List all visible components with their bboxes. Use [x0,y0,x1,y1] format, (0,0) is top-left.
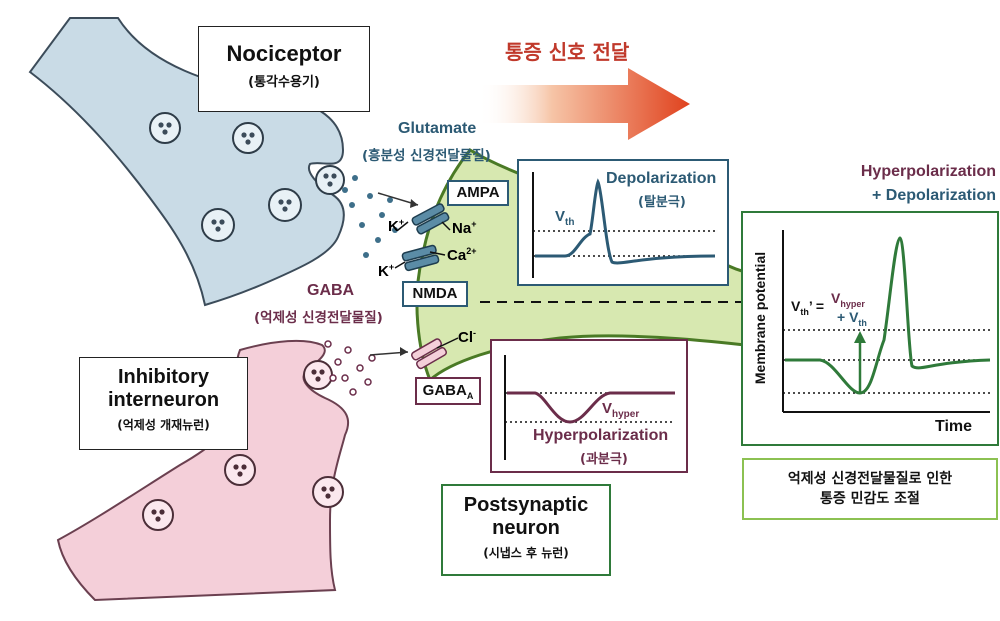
ion-na-main: Na [452,220,472,237]
gaba-a-receptor [410,338,448,370]
ion-ca-sup: 2+ [466,246,477,256]
combined-trace [785,236,991,395]
vhyper-sub: hyper [612,409,640,420]
nmda-receptor [401,244,440,272]
ampa-label: AMPA [447,180,509,206]
interneuron-label-box: Inhibitory interneuron (억제성 개재뉴런) [79,357,248,450]
interneuron-line2: interneuron [107,389,220,411]
signal-title: 통증 신호 전달 [505,40,630,64]
gaba-label: GABA [307,282,355,299]
eq-v1-sub: hyper [840,298,865,309]
eq-v1-main: V [831,290,841,306]
gaba-a-label: GABAA [415,377,481,405]
combined-title-line1: Hyperpolarization [860,163,996,180]
postsynaptic-korean: (시냅스 후 뉴런) [483,546,569,560]
ion-ca: Ca2+ [447,246,476,264]
ion-k-1: K+ [388,217,404,235]
glutamate-label: Glutamate [398,120,477,137]
ion-na-sup: + [471,219,477,229]
interneuron-line1: Inhibitory [117,366,210,388]
eq-vhyper: Vhyper [831,290,865,309]
ion-ca-main: Ca [447,247,467,264]
combined-panel [741,211,999,446]
vth-prime-equation: Vth’ = [791,298,824,317]
ion-k-1-main: K [388,218,399,235]
combined-title-line2: + Depolarization [871,187,996,204]
interneuron-vesicles [142,360,344,531]
eq-lhs-sub: th [800,306,809,317]
nociceptor-vesicles [149,112,345,242]
gaba-korean: (억제성 신경전달물질) [254,310,383,326]
eq-lhs-tail: ’ = [808,298,825,314]
nociceptor-label-box: Nociceptor (통각수용기) [198,26,370,112]
vth-label: Vth [555,208,574,228]
interneuron-korean: (억제성 개재뉴런) [117,418,210,432]
ion-k-2-main: K [378,263,389,280]
nociceptor-korean: (통각수용기) [248,75,320,90]
depolarization-title: Depolarization [606,170,717,187]
hyperpolarization-korean: (과분극) [580,452,628,467]
hyperpolarization-trace [507,391,675,424]
ion-k-2: K+ [378,262,394,280]
conclusion-line2: 통증 민감도 조절 [820,491,920,507]
eq-v2-main: + V [837,309,859,325]
hyperpolarization-title: Hyperpolarization [533,427,669,444]
vth-sub: th [565,217,575,228]
ampa-receptor [411,203,450,235]
eq-vth: + Vth [837,309,867,328]
hyperpolarization-panel [490,339,688,473]
combined-xlabel: Time [935,418,973,435]
postsynaptic-line1: Postsynaptic [463,494,589,516]
vhyper-main: V [602,400,613,417]
ion-cl-main: Cl [458,329,473,346]
eq-lhs-main: V [791,298,801,314]
ion-k-1-sup: + [398,217,405,227]
gaba-a-main: GABA [422,382,467,399]
combined-ylabel: Membrane potential [752,251,768,385]
depolarization-panel [517,159,729,286]
vhyper-label: Vhyper [602,400,639,420]
postsynaptic-label-box: Postsynaptic neuron (시냅스 후 뉴런) [441,484,611,576]
gaba-a-sub: A [466,391,474,401]
nmda-label: NMDA [402,281,468,307]
ion-na: Na+ [452,219,476,237]
conclusion-line1: 억제성 신경전달물질로 인한 [787,471,953,487]
ion-k-2-sup: + [388,262,395,272]
eq-v2-sub: th [858,317,867,328]
glutamate-korean: (흥분성 신경전달물질) [362,148,491,164]
ion-cl-sup: - [473,328,476,338]
postsynaptic-line2: neuron [492,517,560,539]
nociceptor-name: Nociceptor [226,41,342,66]
signal-arrow [478,68,690,140]
vth-main: V [555,208,566,225]
depolarization-korean: (탈분극) [638,195,686,210]
conclusion-box: 억제성 신경전달물질로 인한 통증 민감도 조절 [742,458,998,520]
glutamate-particles [342,175,398,258]
depolarization-trace [535,178,716,265]
gaba-particles [324,340,376,396]
ion-cl: Cl- [458,328,476,346]
